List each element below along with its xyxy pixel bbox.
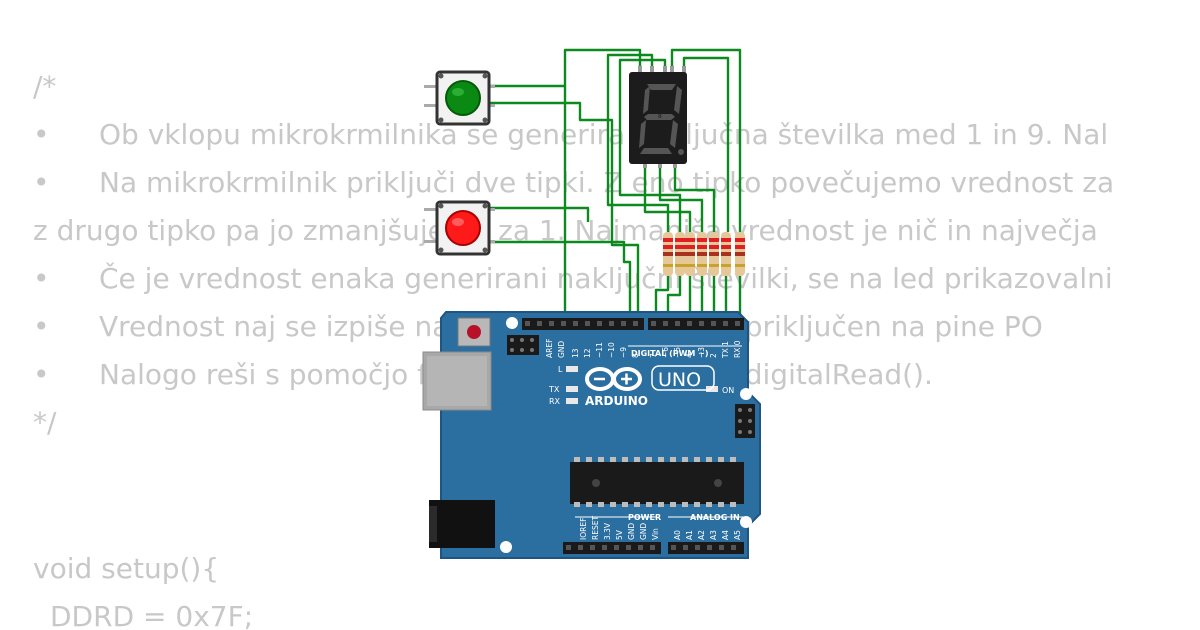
resistor xyxy=(697,232,707,276)
code-line[interactable]: */ xyxy=(33,403,56,443)
pin-label: ~6 xyxy=(661,347,670,358)
pin-label: A2 xyxy=(697,530,706,540)
resistor xyxy=(721,232,731,276)
pin-label: 2 xyxy=(709,353,718,358)
resistor xyxy=(663,232,673,276)
pin-label: 8 xyxy=(631,353,640,358)
mounting-hole xyxy=(740,516,752,528)
dc-power-jack xyxy=(429,500,495,548)
code-text: Ob vklopu mikrokrmilnika se generira nak… xyxy=(99,118,1109,151)
seven-segment-display[interactable]: 8 xyxy=(629,66,687,168)
red-push-button[interactable] xyxy=(424,200,495,256)
pin-label: A3 xyxy=(709,530,718,540)
pin-label: A0 xyxy=(673,530,682,540)
green-push-button[interactable] xyxy=(424,70,495,126)
resistor-array xyxy=(663,232,745,276)
label-on: ON xyxy=(722,386,734,395)
code-text: Če je vrednost enaka generirani naključn… xyxy=(99,262,1113,295)
icsp-header xyxy=(735,404,755,438)
resistor xyxy=(685,232,695,276)
pin-label: GND xyxy=(627,523,636,540)
brand-label: ARDUINO xyxy=(585,394,648,408)
code-line[interactable]: /* xyxy=(33,67,56,107)
pin-label: A4 xyxy=(721,530,730,540)
code-text: Na mikrokrmilnik priključi dve tipki. Z … xyxy=(99,166,1115,199)
code-line[interactable]: DDRD = 0x7F; xyxy=(50,597,253,630)
led-tx xyxy=(566,386,578,392)
label-rx: RX xyxy=(549,397,561,406)
pin-label: GND xyxy=(639,523,648,540)
code-bullet: • xyxy=(33,358,50,391)
code-line[interactable]: void setup(){ xyxy=(33,549,219,589)
label-analog: ANALOG IN xyxy=(690,513,740,522)
code-text: DDRD = 0x7F; xyxy=(50,600,254,630)
led-l xyxy=(566,366,578,372)
code-bullet: • xyxy=(33,262,50,295)
pin-label: 13 xyxy=(571,348,580,358)
label-tx: TX xyxy=(548,385,560,394)
pin-label: A1 xyxy=(685,530,694,540)
led-rx xyxy=(566,398,578,404)
pin-label: 3.3V xyxy=(603,522,612,540)
label-l: L xyxy=(558,365,563,374)
pin-label: IOREF xyxy=(579,518,588,540)
pin-label: ~10 xyxy=(607,342,616,358)
code-line[interactable]: • Na mikrokrmilnik priključi dve tipki. Z… xyxy=(33,163,1114,203)
pin-label: ~9 xyxy=(619,347,628,358)
led-on xyxy=(706,386,718,392)
pin-label: 12 xyxy=(583,348,592,358)
pin-label: 4 xyxy=(685,353,694,358)
pin-label: Vin xyxy=(651,528,660,540)
pin-label: RX 0 xyxy=(733,340,742,358)
reset-button[interactable] xyxy=(457,317,491,347)
mounting-hole xyxy=(740,388,752,400)
pin-label: A5 xyxy=(733,530,742,540)
label-digital: DIGITAL (PWM ~) xyxy=(631,349,709,358)
digit-segments xyxy=(639,84,684,155)
pin-label: 7 xyxy=(649,353,658,358)
digital-header-low xyxy=(648,318,744,330)
model-label: UNO xyxy=(658,369,701,391)
atmega-chip xyxy=(570,457,744,507)
arduino-logo-icon xyxy=(585,367,642,391)
wires xyxy=(490,48,742,322)
resistor xyxy=(735,232,745,276)
pin-label: 5V xyxy=(615,529,624,540)
code-line[interactable]: • Če je vrednost enaka generirani naključ… xyxy=(33,259,1113,299)
code-bullet: • xyxy=(33,118,50,151)
pin-label: TX 1 xyxy=(721,341,730,359)
resistor xyxy=(709,232,719,276)
pin-label: AREF xyxy=(545,339,554,358)
header-pin-holes xyxy=(525,321,740,550)
code-text: void setup(){ xyxy=(33,552,220,585)
code-bullet: • xyxy=(33,310,50,343)
code-text: */ xyxy=(33,406,57,439)
display-digit: 8 xyxy=(658,113,662,120)
mounting-hole xyxy=(500,541,512,553)
code-line[interactable]: • Ob vklopu mikrokrmilnika se generira na… xyxy=(33,115,1108,155)
pin-label: RESET xyxy=(591,516,600,540)
pin-label: ~11 xyxy=(595,342,604,358)
pin-label: ~3 xyxy=(697,347,706,358)
pin-label: ~5 xyxy=(673,347,682,358)
label-power: POWER xyxy=(628,513,661,522)
resistor xyxy=(675,232,685,276)
code-bullet: • xyxy=(33,166,50,199)
code-text: /* xyxy=(33,70,57,103)
power-header xyxy=(563,542,661,554)
icsp-header xyxy=(507,335,539,355)
pin-label: GND xyxy=(557,341,566,358)
mounting-hole xyxy=(506,317,518,329)
